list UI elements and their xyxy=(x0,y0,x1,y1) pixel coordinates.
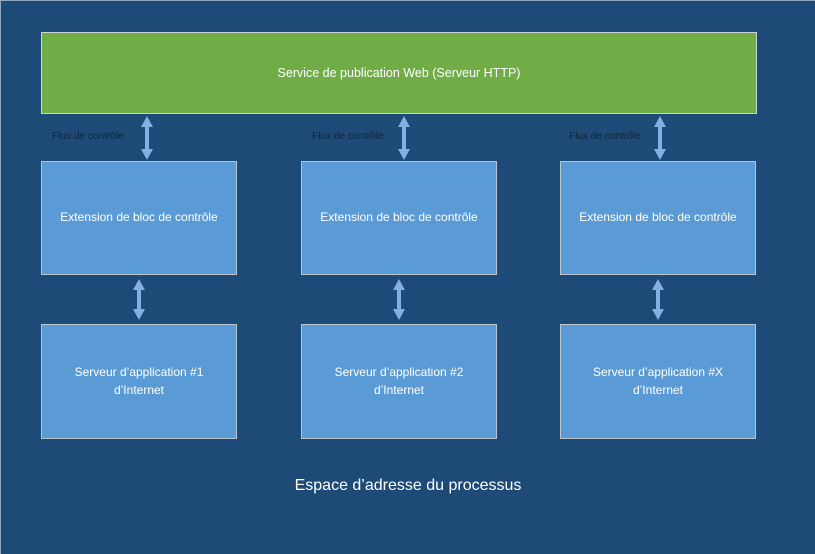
flow-label-1: Flux de contrôle xyxy=(52,130,124,142)
control-block-extension-label-1: Extension de bloc de contrôle xyxy=(60,210,218,225)
control-flow-arrow-2 xyxy=(396,116,412,160)
internet-application-server-box-2: Serveur d’application #2 d’Internet xyxy=(301,324,497,439)
extension-to-server-arrow-2 xyxy=(391,279,407,320)
control-block-extension-box-3: Extension de bloc de contrôle xyxy=(560,161,756,275)
web-publishing-service-box: Service de publication Web (Serveur HTTP… xyxy=(41,32,757,114)
flow-label-2: Flux de contrôle xyxy=(312,130,384,142)
diagram-caption: Espace d’adresse du processus xyxy=(294,477,522,494)
control-block-extension-label-3: Extension de bloc de contrôle xyxy=(579,210,737,225)
internet-application-server-box-3: Serveur d’application #X d’Internet xyxy=(560,324,756,439)
internet-application-server-label-1: Serveur d’application #1 d’Internet xyxy=(74,365,204,397)
control-flow-arrow-3 xyxy=(652,116,668,160)
extension-to-server-arrow-3 xyxy=(650,279,666,320)
internet-application-server-label-3: Serveur d’application #X d’Internet xyxy=(592,365,724,397)
control-block-extension-box-1: Extension de bloc de contrôle xyxy=(41,161,237,275)
flow-label-3: Flux de contrôle xyxy=(569,130,641,142)
internet-application-server-label-2: Serveur d’application #2 d’Internet xyxy=(334,365,464,397)
control-block-extension-label-2: Extension de bloc de contrôle xyxy=(320,210,478,225)
internet-application-server-box-1: Serveur d’application #1 d’Internet xyxy=(41,324,237,439)
extension-to-server-arrow-1 xyxy=(131,279,147,320)
web-publishing-service-label: Service de publication Web (Serveur HTTP… xyxy=(277,65,521,80)
control-flow-arrow-1 xyxy=(139,116,155,160)
control-block-extension-box-2: Extension de bloc de contrôle xyxy=(301,161,497,275)
